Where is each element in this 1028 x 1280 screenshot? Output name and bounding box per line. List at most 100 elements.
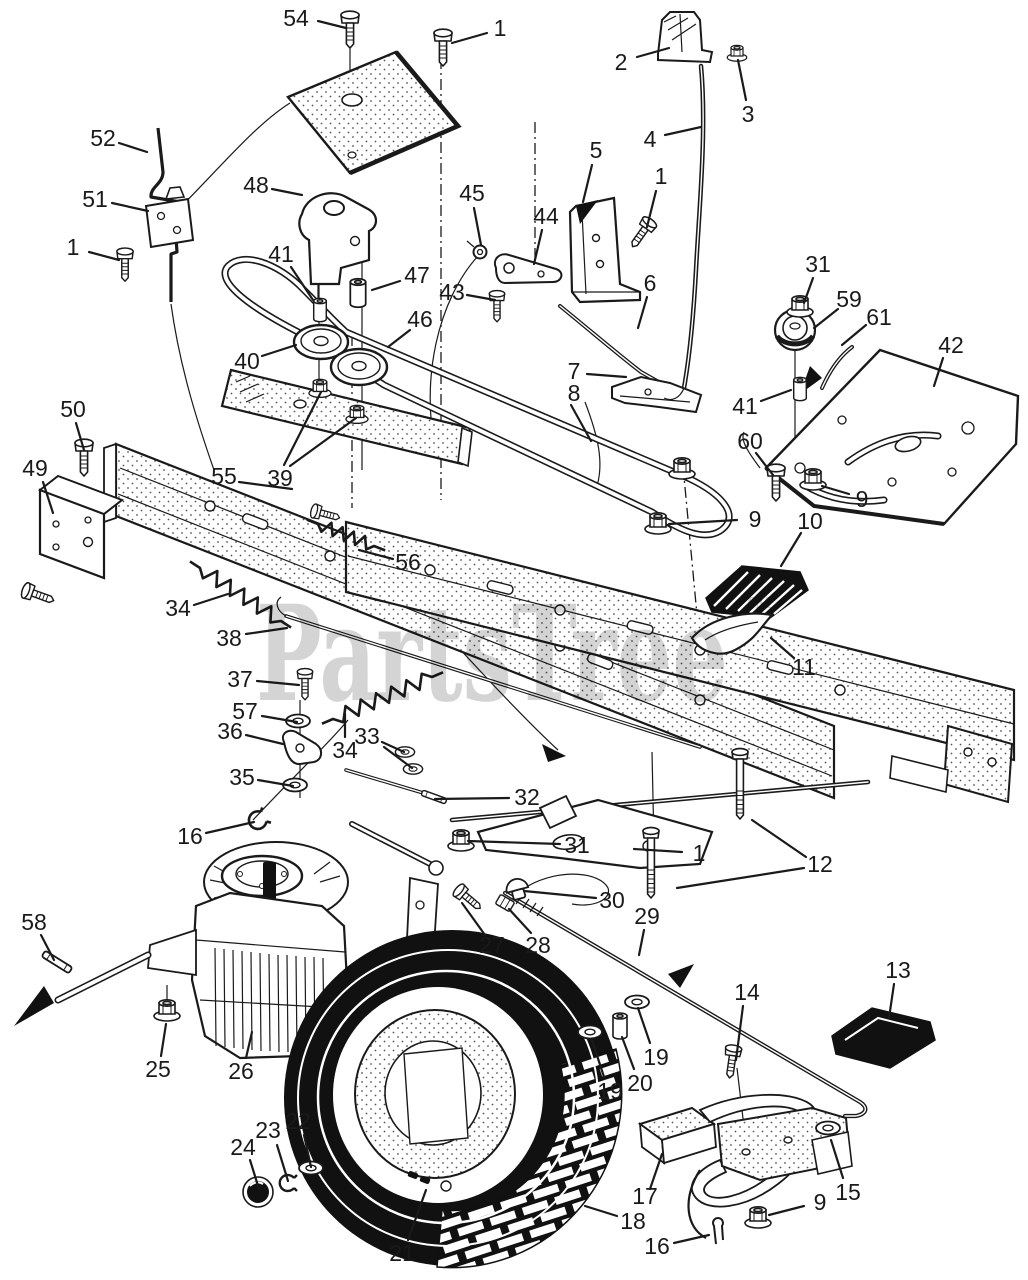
leader-line-19	[636, 1006, 652, 1045]
callout-31: 31	[564, 832, 590, 858]
strap-44	[494, 253, 563, 285]
callout-13: 13	[885, 957, 911, 983]
drive-belt	[221, 255, 733, 539]
tube-inner	[350, 822, 436, 868]
nut-25	[153, 998, 181, 1022]
callout-1: 1	[655, 163, 668, 189]
screw-54	[340, 10, 360, 49]
grip-13	[831, 1007, 936, 1069]
leader-line-15	[829, 1138, 845, 1180]
callout-34: 34	[332, 737, 358, 763]
leader-line-32	[433, 796, 511, 801]
leader-line-5	[581, 163, 594, 204]
lever-7-8	[611, 375, 703, 414]
callout-35: 35	[229, 764, 255, 790]
leader-line-20	[620, 1035, 636, 1071]
leader-line-4	[663, 125, 703, 137]
callout-51: 51	[82, 186, 108, 212]
rod-61	[820, 345, 854, 390]
leader-line-1	[450, 31, 489, 45]
callout-16: 16	[644, 1233, 670, 1259]
leader-line-38	[244, 626, 289, 636]
callout-9: 9	[814, 1189, 827, 1215]
callout-27: 27	[479, 932, 505, 958]
bracket-48	[298, 192, 378, 300]
e-ring-23	[278, 1173, 299, 1193]
callout-19: 19	[643, 1044, 669, 1070]
callout-40: 40	[234, 348, 260, 374]
leader-line-16	[672, 1233, 711, 1245]
leader-line-50	[74, 421, 86, 452]
leader-line-12	[750, 818, 808, 859]
axle-arrow	[14, 986, 54, 1026]
leader-line-51	[110, 201, 150, 213]
callout-25: 25	[145, 1056, 171, 1082]
bracket-51	[144, 186, 195, 249]
clip-45	[466, 240, 488, 260]
callout-21: 21	[389, 1240, 415, 1266]
leader-line-33	[382, 745, 414, 770]
leader-line-7	[585, 372, 628, 379]
leader-line-47	[370, 279, 402, 292]
leader-line-24	[248, 1158, 261, 1191]
leader-line-58	[39, 933, 56, 962]
leader-line-14	[734, 1004, 745, 1062]
cross-rail	[220, 368, 473, 468]
callout-8: 8	[568, 380, 581, 406]
pin-32	[420, 789, 448, 805]
bracket-31	[476, 794, 714, 870]
callout-60: 60	[737, 428, 763, 454]
bolt-1c	[625, 214, 659, 253]
callout-14: 14	[734, 979, 760, 1005]
callout-57: 57	[232, 698, 258, 724]
leader-line-41	[289, 265, 315, 302]
valve-21	[407, 1171, 452, 1192]
pulley-40	[292, 323, 350, 361]
leader-line-41	[759, 388, 793, 403]
leader-line-31	[466, 839, 562, 846]
callout-2: 2	[615, 49, 628, 75]
pulley-46	[329, 347, 389, 387]
callout-17: 17	[632, 1183, 658, 1209]
frame-end-bracket	[942, 724, 1014, 804]
leader-line-61	[840, 323, 868, 347]
rod-32-shaft-inner	[345, 769, 431, 796]
tube-inner	[846, 433, 940, 464]
leader-line-18	[583, 1204, 619, 1218]
callout-32: 32	[514, 784, 540, 810]
callout-38: 38	[216, 625, 242, 651]
leader-line-2	[635, 46, 671, 59]
leader-line-40	[260, 343, 298, 358]
callout-55: 55	[211, 463, 237, 489]
callout-47: 47	[404, 262, 430, 288]
leader-line-59	[812, 307, 840, 330]
plate-53	[286, 50, 462, 176]
callout-61: 61	[866, 304, 892, 330]
leader-line-9	[667, 518, 739, 526]
leader-line-43	[465, 293, 497, 302]
bushing-47	[349, 277, 367, 309]
leader-line-13	[887, 982, 896, 1020]
leader-line-9	[820, 484, 851, 496]
leader-line-55	[237, 480, 294, 491]
callout-26: 26	[228, 1058, 254, 1084]
leader-line-10	[779, 531, 803, 568]
leader-line-39	[282, 390, 323, 467]
callout-24: 24	[230, 1134, 256, 1160]
callout-16: 16	[177, 823, 203, 849]
tire-18	[284, 930, 623, 1269]
callout-34: 34	[165, 595, 191, 621]
watermark-tm: TM	[744, 594, 772, 612]
leader-line-17	[648, 1152, 664, 1191]
callout-36: 36	[217, 718, 243, 744]
leader-line-19	[590, 1038, 606, 1079]
callout-9: 9	[749, 506, 762, 532]
callout-48: 48	[243, 172, 269, 198]
callout-43: 43	[439, 279, 465, 305]
callout-50: 50	[60, 396, 86, 422]
callout-3: 3	[742, 101, 755, 127]
leader-line-54	[316, 19, 348, 30]
cotter-pin-16b	[712, 1217, 724, 1245]
rod-61-inner	[821, 346, 853, 389]
